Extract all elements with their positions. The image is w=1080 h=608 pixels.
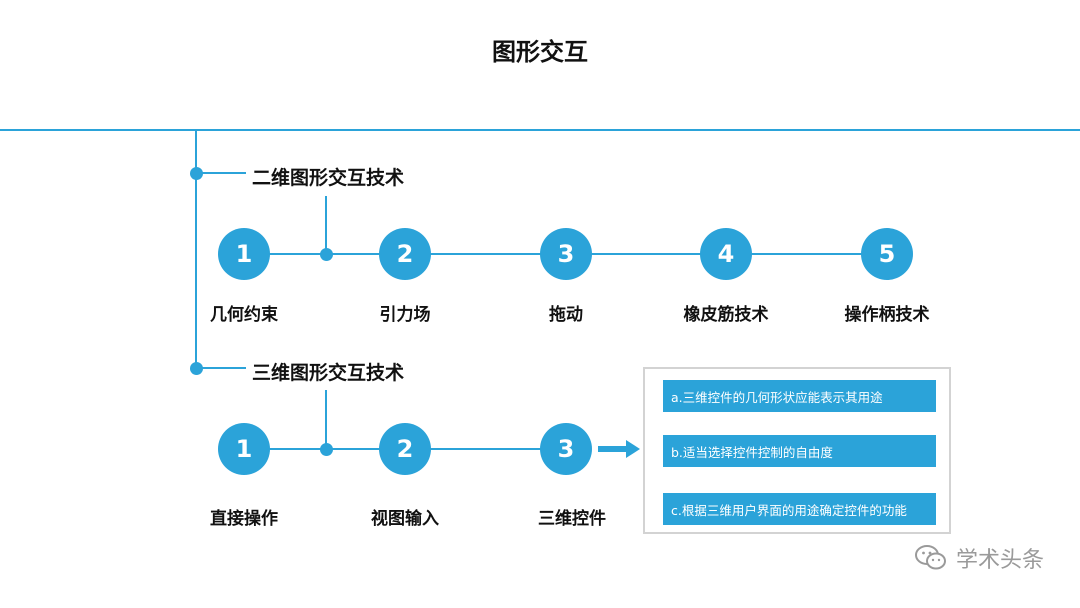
top-divider [0,129,1080,131]
step-3-circle: 3 [540,423,592,475]
step-3-circle: 3 [540,228,592,280]
step-5-label: 操作柄技术 [844,305,930,325]
step-1-circle: 1 [218,423,270,475]
section-1-junction-dot [320,248,333,261]
watermark-text: 学术头条 [955,548,1044,573]
step-2-circle: 2 [379,228,431,280]
page-title: 图形交互 [492,38,588,66]
section-1-branch-line [196,172,246,174]
step-2-label: 引力场 [379,305,431,325]
section-2-title: 三维图形交互技术 [252,362,405,384]
step-1-label: 几何约束 [210,305,278,325]
tips-panel: a.三维控件的几何形状应能表示其用途 b.适当选择控件控制的自由度 c.根据三维… [643,367,951,534]
tip-item: a.三维控件的几何形状应能表示其用途 [663,380,936,412]
section-2-junction-dot [320,443,333,456]
step-3-label: 三维控件 [538,509,606,529]
wechat-icon [914,545,946,570]
step-4-label: 橡皮筋技术 [683,305,769,325]
section-1-title: 二维图形交互技术 [252,167,405,189]
step-3-label: 拖动 [549,305,583,325]
main-trunk-line [195,130,197,370]
tip-item: b.适当选择控件控制的自由度 [663,435,936,467]
step-1-label: 直接操作 [210,509,278,529]
arrow-head-icon [626,440,640,458]
step-1-circle: 1 [218,228,270,280]
tip-item: c.根据三维用户界面的用途确定控件的功能 [663,493,936,525]
step-2-label: 视图输入 [371,509,439,529]
section-2-connector [325,390,327,448]
step-2-circle: 2 [379,423,431,475]
watermark: 学术头条 [914,542,1044,574]
section-2-branch-line [196,367,246,369]
section-1-connector [325,196,327,254]
arrow-right-icon [598,446,628,452]
step-5-circle: 5 [861,228,913,280]
step-4-circle: 4 [700,228,752,280]
